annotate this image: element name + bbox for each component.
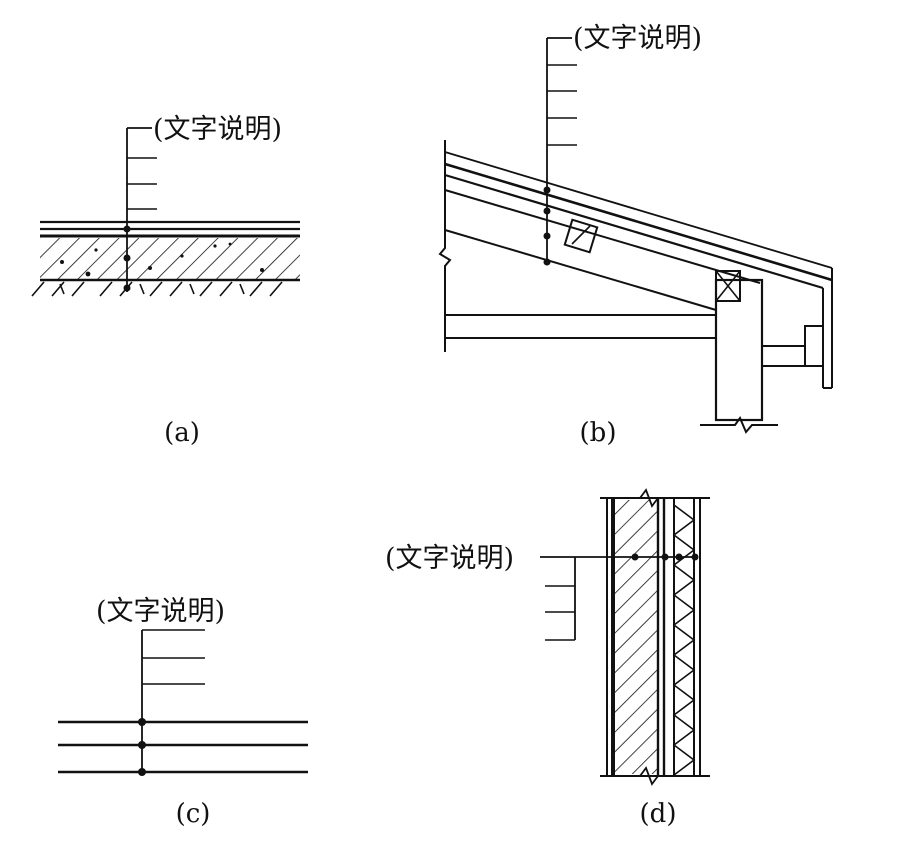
panel-b-leader bbox=[543, 37, 577, 266]
panel-c-note: (文字说明) bbox=[96, 596, 225, 627]
aggregate-dots bbox=[60, 242, 264, 277]
fascia-block bbox=[804, 325, 824, 367]
panel-c-leader bbox=[138, 629, 205, 776]
panel-d-wall bbox=[600, 488, 710, 786]
panel-a-leader bbox=[123, 127, 157, 292]
panel-a-caption: (a) bbox=[164, 418, 200, 448]
panel-d-caption: (d) bbox=[640, 799, 677, 829]
panel-d-note: (文字说明) bbox=[385, 543, 514, 574]
panel-b-structure bbox=[438, 140, 778, 434]
panel-c-caption: (c) bbox=[176, 799, 211, 829]
panel-b-note: (文字说明) bbox=[573, 23, 702, 54]
panel-a-note: (文字说明) bbox=[153, 114, 282, 145]
panel-b-roof bbox=[444, 151, 833, 389]
panel-b-caption: (b) bbox=[580, 418, 617, 448]
panel-b: (文字说明) (b) bbox=[438, 23, 833, 448]
concrete-layer-hatch bbox=[40, 238, 300, 280]
panel-d-leader bbox=[540, 553, 699, 641]
panel-c-layers bbox=[58, 720, 308, 774]
wall-core-hatch bbox=[614, 500, 658, 774]
panel-d: (文字说明) (d) bbox=[385, 488, 710, 829]
panel-a: (文字说明) (a) bbox=[31, 114, 300, 448]
panel-c: (文字说明) (c) bbox=[58, 596, 308, 829]
panel-a-layers bbox=[31, 220, 300, 297]
